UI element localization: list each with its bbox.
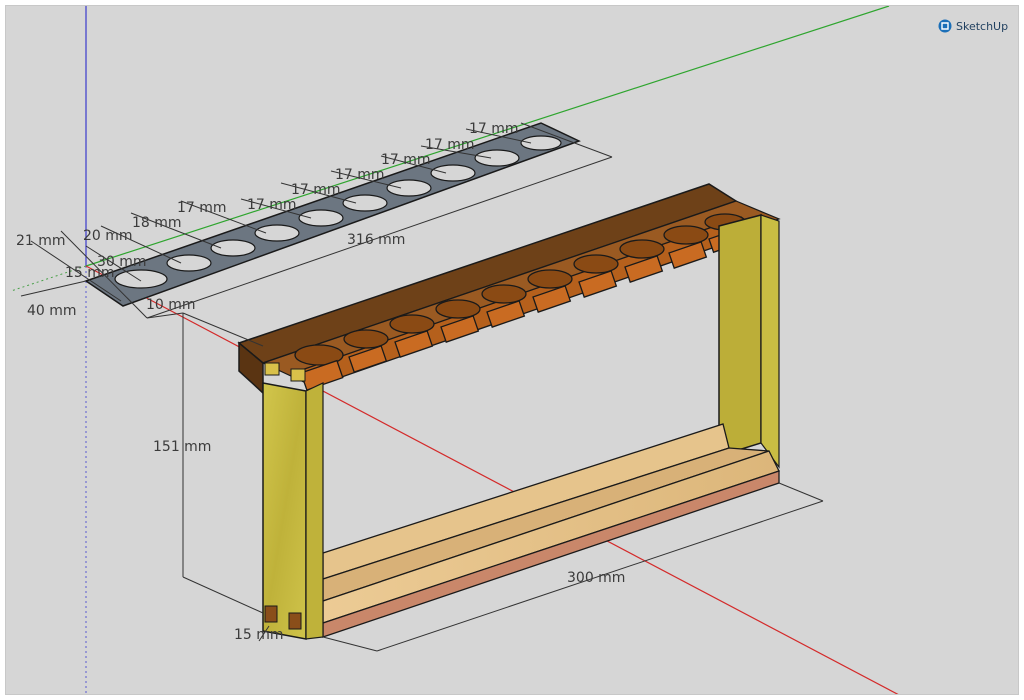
dim-300: 300 mm: [567, 570, 625, 586]
pitch-label: 18 mm: [132, 215, 182, 231]
dim-40: 40 mm: [27, 303, 77, 319]
dim-15-bottom: 15 mm: [234, 627, 284, 643]
base-shelf[interactable]: [322, 423, 780, 638]
model-scene[interactable]: 17 mm 17 mm 17 mm 17 mm 17 mm 17 mm 17 m…: [6, 6, 1019, 695]
template-dimension-lines: [20, 122, 613, 319]
app-name: SketchUp: [956, 19, 1009, 33]
right-side-panel[interactable]: [718, 214, 780, 469]
pitch-label: 17 mm: [247, 197, 297, 213]
green-axis-hidden: [10, 265, 87, 292]
dim-21: 21 mm: [16, 233, 66, 249]
green-axis: [85, 6, 890, 267]
dim-30: 30 mm: [97, 254, 147, 270]
model-canvas[interactable]: 17 mm 17 mm 17 mm 17 mm 17 mm 17 mm 17 m…: [5, 5, 1019, 695]
dim-316: 316 mm: [347, 232, 405, 248]
dim-20: 20 mm: [83, 228, 133, 244]
slot-template[interactable]: [84, 122, 581, 307]
pitch-label: 17 mm: [177, 200, 227, 216]
dim-10: 10 mm: [146, 297, 196, 313]
red-axis: [85, 265, 899, 694]
pitch-label: 17 mm: [381, 152, 431, 168]
pitch-label: 17 mm: [291, 182, 341, 198]
dim-15-top: 15 mm: [65, 265, 115, 281]
sketchup-logo: SketchUp: [938, 19, 1008, 33]
model-dimension-lines: [146, 312, 824, 652]
left-side-panel[interactable]: [262, 362, 324, 640]
dim-151: 151 mm: [153, 439, 211, 455]
pitch-label: 17 mm: [335, 167, 385, 183]
pitch-label: 17 mm: [425, 137, 475, 153]
dimension-labels: 17 mm 17 mm 17 mm 17 mm 17 mm 17 mm 17 m…: [16, 121, 625, 643]
pitch-label: 17 mm: [469, 121, 519, 137]
sketchup-logo-icon: [938, 19, 952, 33]
